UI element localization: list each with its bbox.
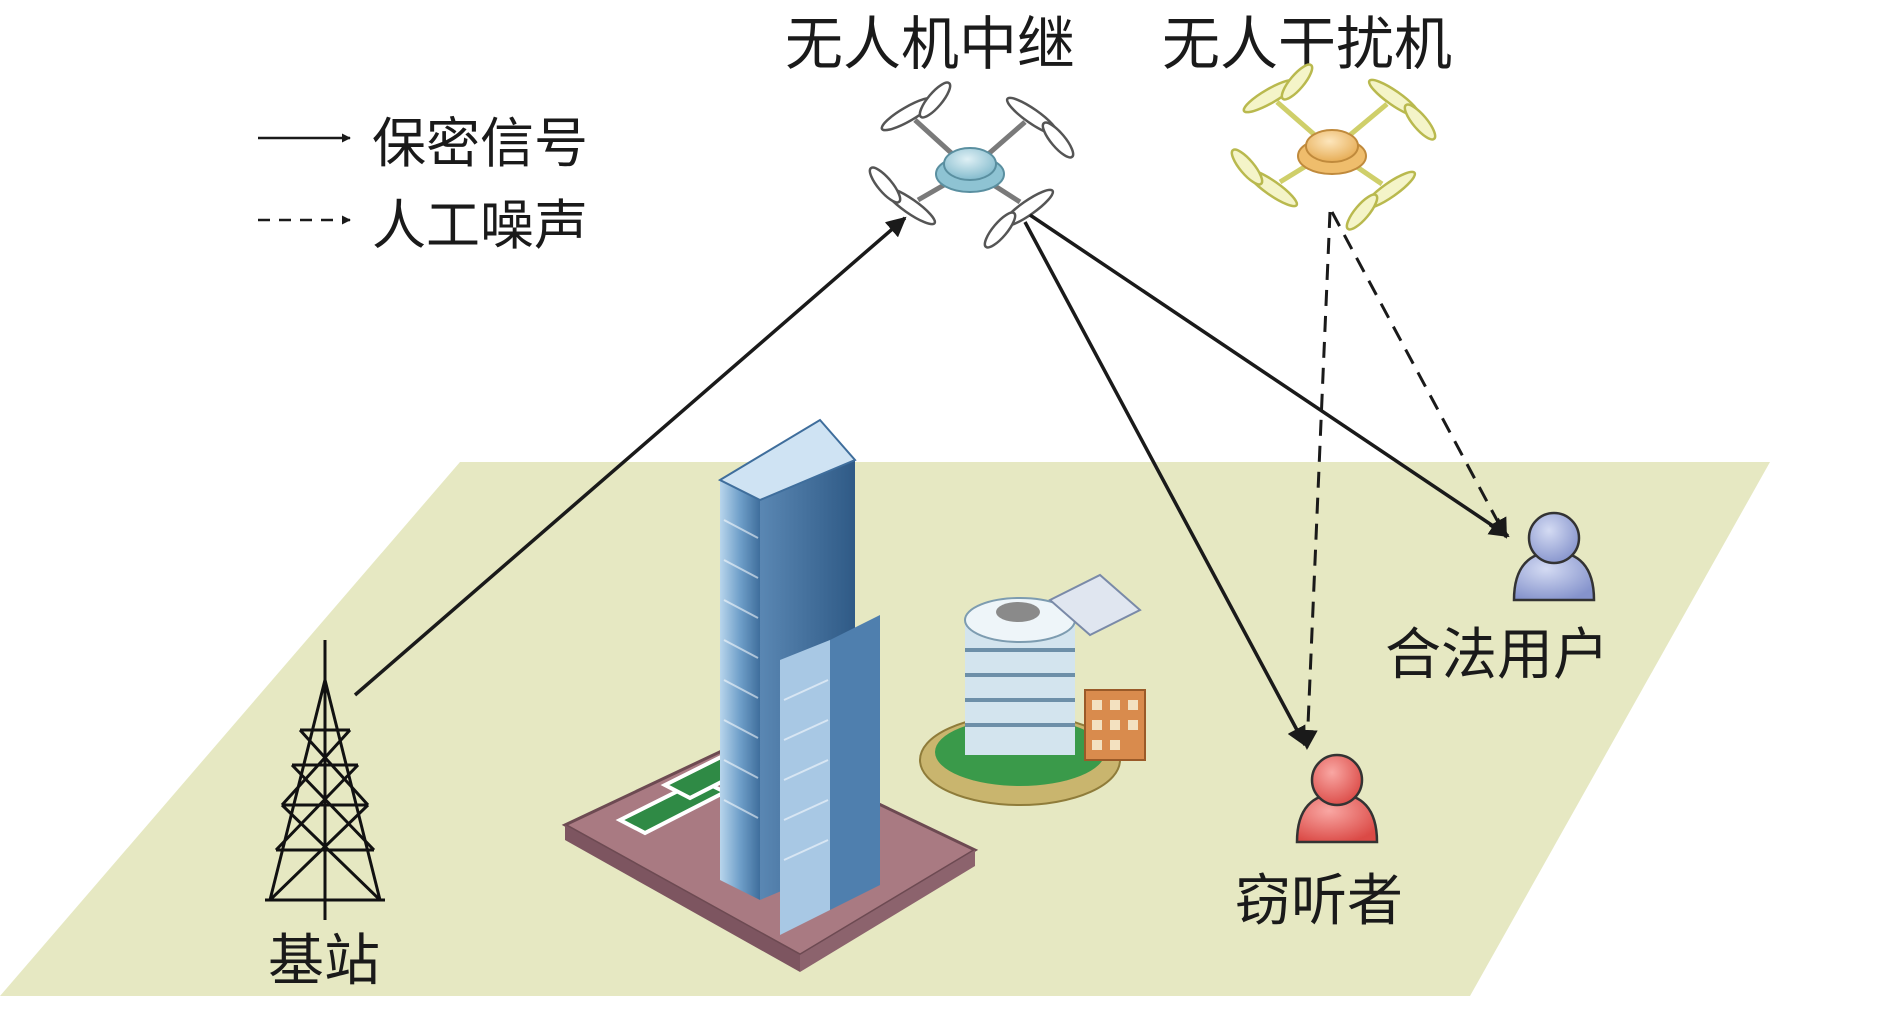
legend-secure-label: 保密信号 (372, 112, 588, 175)
skyscraper-illustration (561, 418, 979, 972)
link-relay-to-legit (1029, 213, 1510, 538)
relay-title: 无人机中继 (785, 10, 1075, 78)
base-station-label: 基站 (268, 929, 380, 994)
ground-plane (0, 462, 1770, 996)
legitimate-user-icon (1512, 511, 1596, 602)
eavesdropper-icon (1295, 753, 1379, 844)
round-building-illustration (919, 573, 1146, 806)
relay-uav-icon (868, 81, 1075, 249)
eavesdropper-label: 窃听者 (1235, 869, 1403, 934)
base-station-tower-icon (265, 640, 385, 920)
signal-links (353, 211, 1510, 750)
noise-jammer-to-eve (1297, 211, 1332, 750)
noise-jammer-to-legit (1330, 211, 1508, 539)
jammer-uav-icon (1230, 63, 1437, 231)
legend: 保密信号 人工噪声 (258, 112, 588, 257)
legend-noise-label: 人工噪声 (372, 194, 588, 257)
link-bs-to-relay (353, 216, 907, 697)
link-relay-to-eve (1023, 221, 1307, 747)
legitimate-user-label: 合法用户 (1385, 623, 1609, 688)
